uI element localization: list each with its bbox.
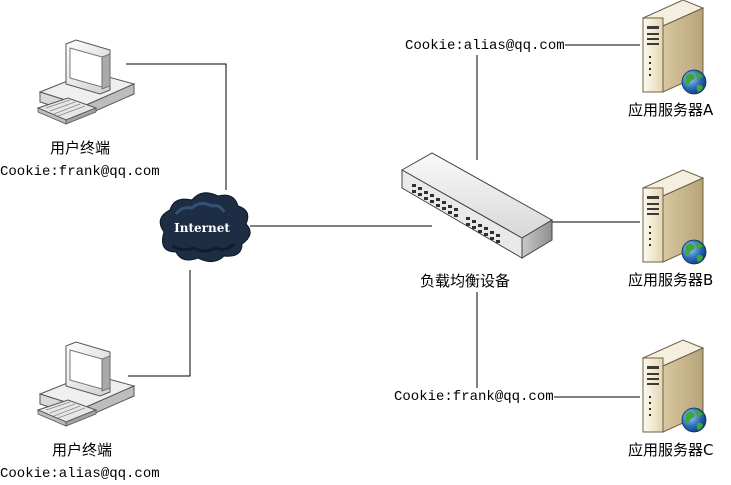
client-2-label: 用户终端 <box>52 441 113 459</box>
server-c-icon <box>642 339 707 433</box>
client-2-cookie: Cookie:alias@qq.com <box>0 466 160 482</box>
globe-icon <box>681 239 707 265</box>
client-computer-1-icon <box>37 39 135 125</box>
server-c-label: 应用服务器C <box>628 441 714 459</box>
server-b-label: 应用服务器B <box>628 271 714 289</box>
link-balancer-server-c <box>476 292 640 398</box>
link-balancer-server-a <box>476 44 640 160</box>
link-client1-internet <box>126 63 227 190</box>
link-client2-internet <box>128 270 191 377</box>
server-a-icon <box>642 0 707 95</box>
client-1-cookie: Cookie:frank@qq.com <box>0 164 160 180</box>
globe-icon <box>681 407 707 433</box>
load-balancer-label: 负载均衡设备 <box>420 272 511 290</box>
internet-label: Internet <box>174 221 230 235</box>
session-cookie-bottom: Cookie:frank@qq.com <box>394 388 554 406</box>
session-cookie-top: Cookie:alias@qq.com <box>405 37 565 55</box>
server-b-icon <box>642 169 707 265</box>
globe-icon <box>681 69 707 95</box>
load-balancer-icon <box>400 152 553 259</box>
client-computer-2-icon <box>37 341 135 427</box>
internet-cloud-icon <box>159 192 251 262</box>
client-1-label: 用户终端 <box>50 139 111 157</box>
server-a-label: 应用服务器A <box>628 101 714 119</box>
